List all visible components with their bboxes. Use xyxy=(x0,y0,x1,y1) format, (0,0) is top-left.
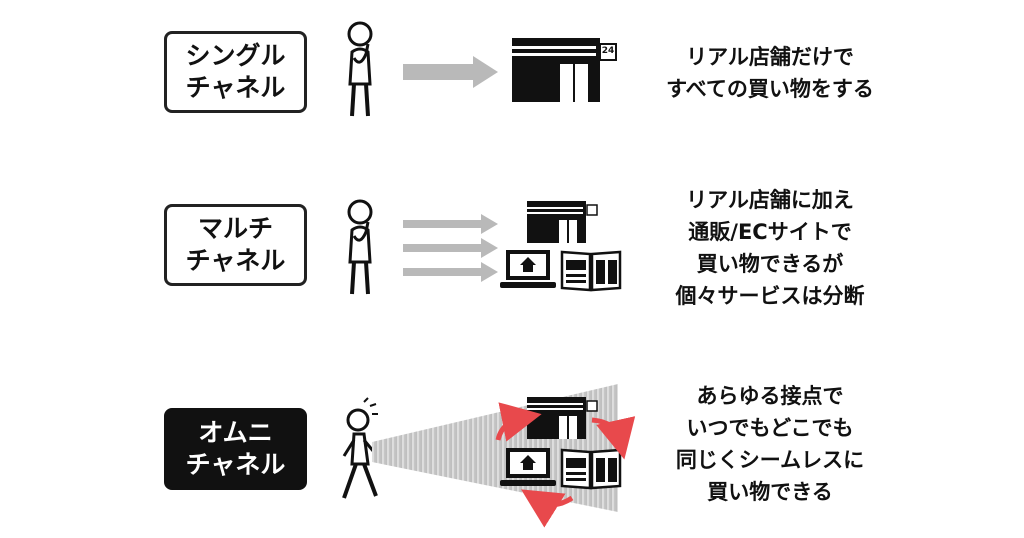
arrow-icon xyxy=(403,56,498,88)
store-icon xyxy=(512,38,617,102)
label-line2: チャネル xyxy=(185,73,286,102)
store-icon xyxy=(527,201,598,243)
label-line1: オムニ xyxy=(198,418,273,447)
omni-channel-row: オムニ チャネル xyxy=(0,370,1024,538)
standing-person-icon xyxy=(347,21,373,117)
multi-channel-label: マルチ チャネル xyxy=(164,204,307,286)
omni-channel-label: オムニ チャネル xyxy=(164,408,307,490)
multi-channel-row: マルチ チャネル リアル店舗に加え 通販/ECサイトで 買い物できるが xyxy=(0,170,1024,340)
multi-channel-description: リアル店舗に加え 通販/ECサイトで 買い物できるが 個々サービスは分断 xyxy=(675,188,865,308)
label-line1: シングル xyxy=(185,41,286,70)
thinking-person-icon xyxy=(347,199,373,295)
multi-arrows-icon xyxy=(403,214,498,282)
laptop-ec-icon xyxy=(500,448,556,486)
label-line2: チャネル xyxy=(185,246,286,275)
catalog-book-icon xyxy=(560,250,622,292)
single-channel-description: リアル店舗だけで すべての買い物をする xyxy=(666,45,874,101)
label-line1: マルチ xyxy=(197,214,273,243)
walking-person-icon xyxy=(342,397,378,499)
laptop-ec-icon xyxy=(500,250,556,288)
label-line2: チャネル xyxy=(185,450,286,479)
store-sign-number: 24 xyxy=(601,46,615,56)
single-channel-row: シングル チャネル 24 リアル店舗だけで すべての買い物をする xyxy=(0,0,1024,170)
omni-channel-description: あらゆる接点で いつでもどこでも 同じくシームレスに 買い物できる xyxy=(675,384,865,504)
circular-arrows-icon xyxy=(495,402,636,528)
single-channel-label: シングル チャネル xyxy=(164,31,307,113)
